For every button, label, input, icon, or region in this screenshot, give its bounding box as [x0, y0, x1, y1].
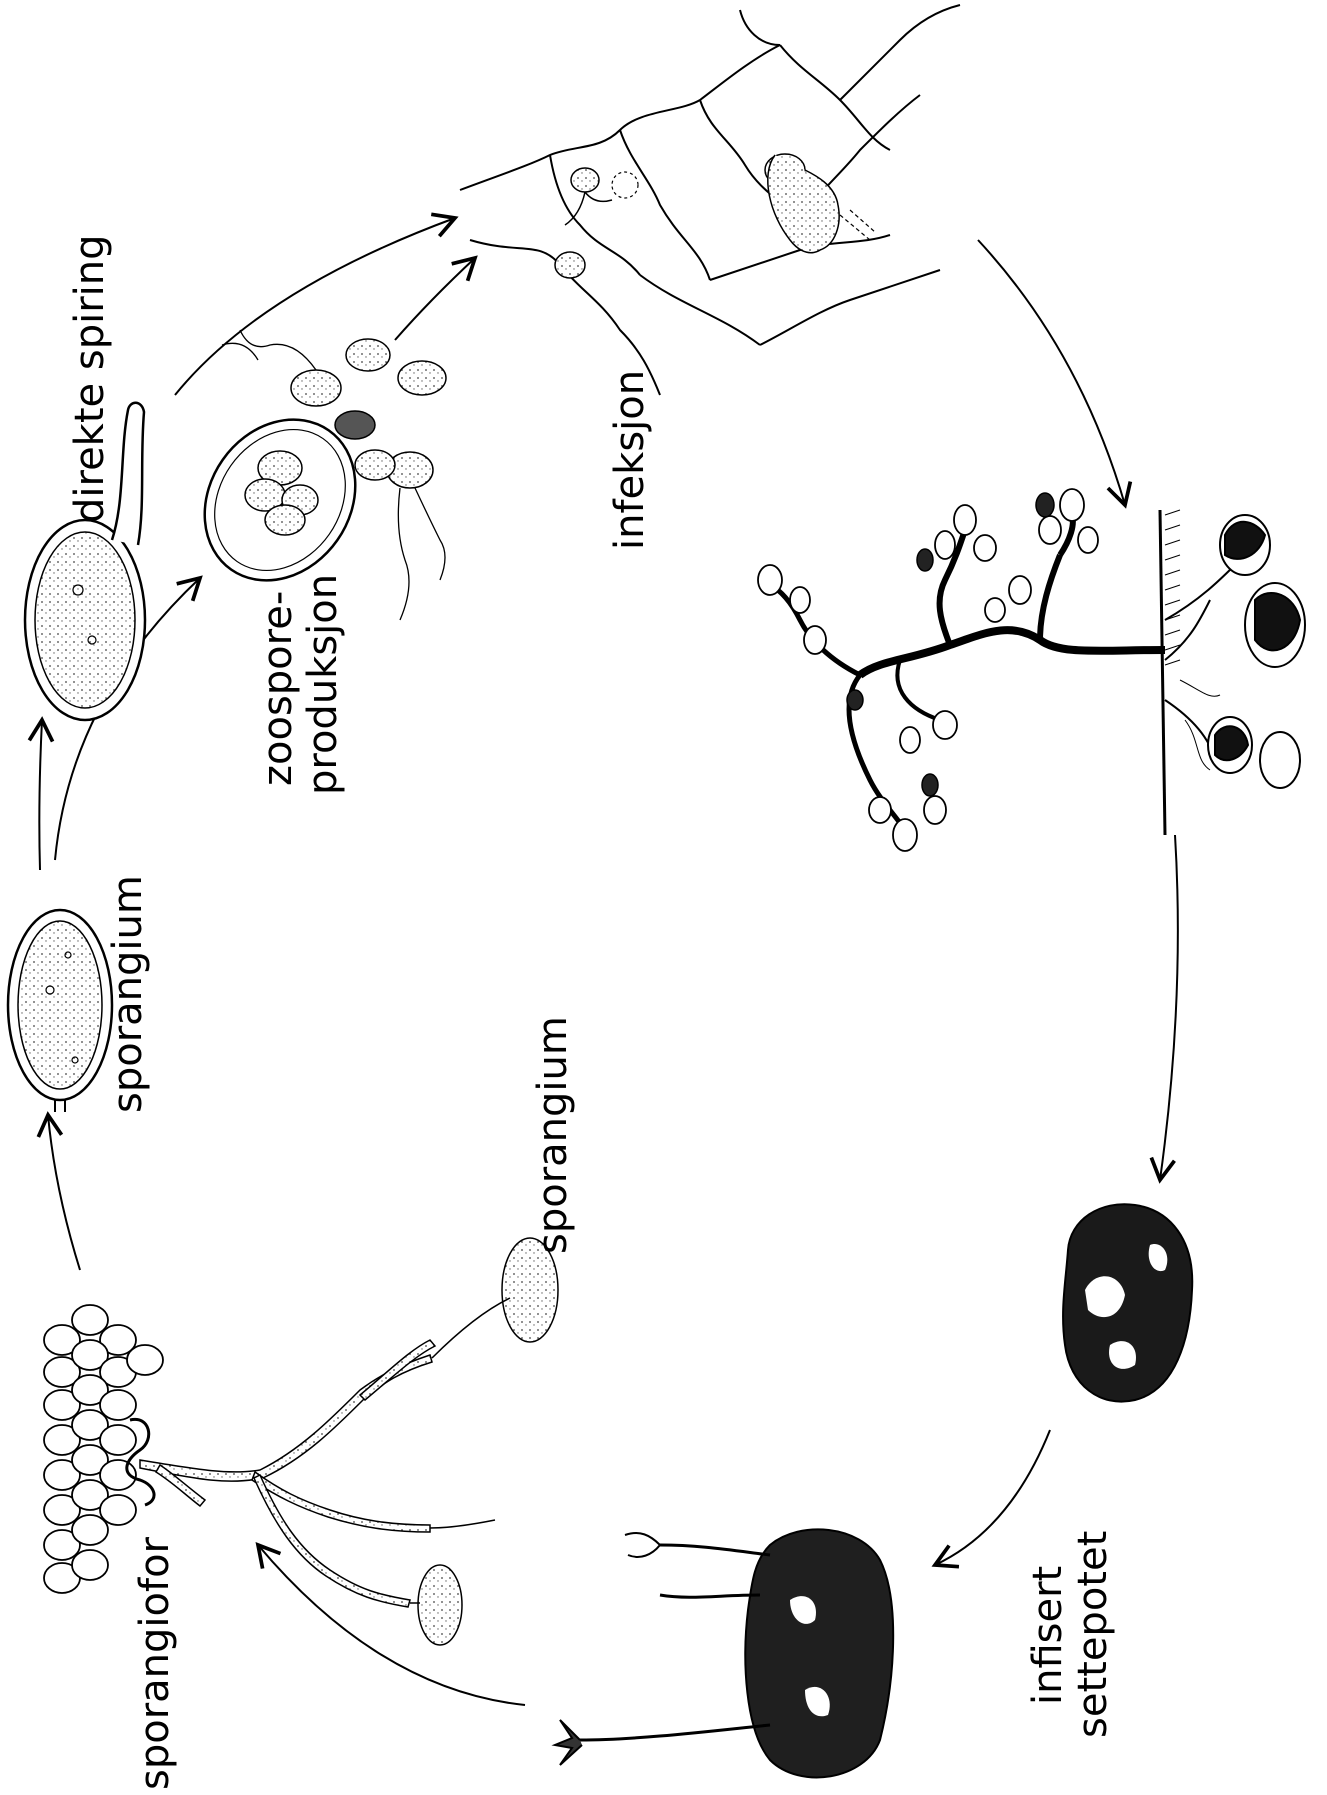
sprouting-tuber-illustration: [555, 1529, 893, 1777]
infection-illustration: [460, 5, 960, 395]
label-sporangium-bottom: sporangium: [533, 1016, 573, 1254]
arrow-infection-to-plant: [978, 240, 1125, 505]
label-infisert: infisert: [1028, 1566, 1068, 1705]
label-infeksjon: infeksjon: [610, 370, 650, 550]
sporangium-top-illustration: [8, 910, 112, 1112]
label-settepotet: settepotet: [1073, 1531, 1113, 1738]
arrow-sprouting-to-sporangiofor: [258, 1545, 525, 1705]
arrow-tuber-to-sprouting: [935, 1430, 1050, 1565]
label-sporangiofor: sporangiofor: [135, 1537, 175, 1790]
label-sporangium-top: sporangium: [108, 875, 148, 1113]
sporangiophore-illustration: [44, 1238, 558, 1645]
label-direkte-spiring: direkte spiring: [70, 235, 110, 524]
arrow-zoospore-to-infection: [395, 258, 475, 340]
arrow-plant-to-tuber: [1160, 835, 1178, 1180]
label-zoospore-line1: zoospore-: [258, 591, 298, 786]
arrow-sporangium-to-direkte: [39, 720, 42, 870]
label-zoospore-line2: produksjon: [303, 574, 343, 795]
arrow-sporangiofor-to-sporangium: [48, 1115, 80, 1270]
infected-seed-potato-illustration: [1063, 1204, 1192, 1401]
potato-plant-illustration: [758, 489, 1305, 851]
